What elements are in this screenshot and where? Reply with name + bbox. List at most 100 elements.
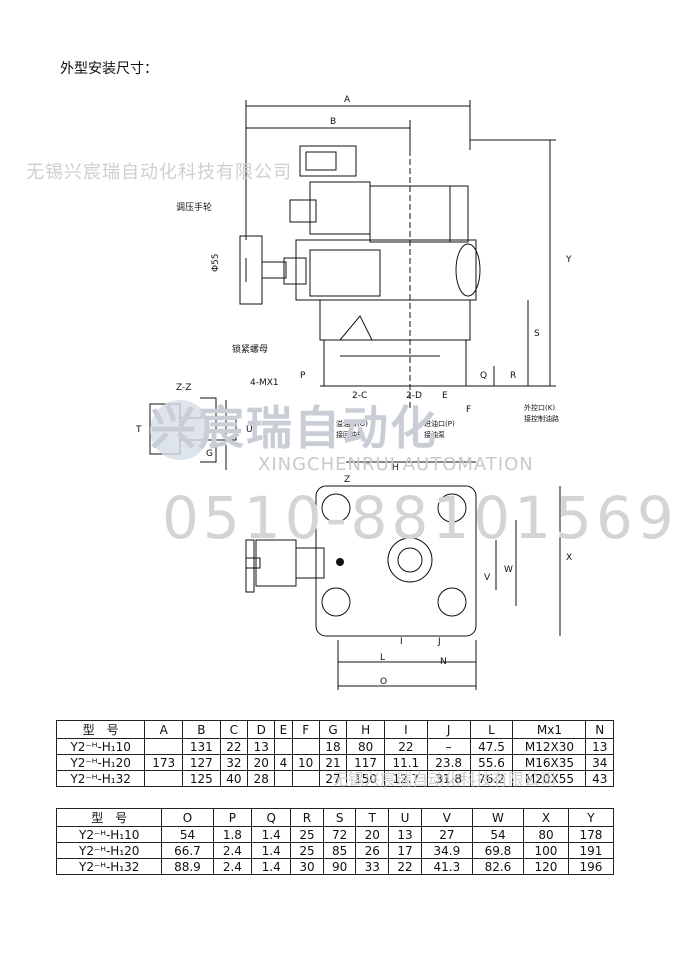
table-cell: 32 bbox=[219, 754, 249, 771]
table-cell: 85 bbox=[322, 842, 357, 859]
table-cell: 17 bbox=[388, 842, 422, 859]
table-header-row: 型 号 O P Q R S T U V W X Y bbox=[55, 808, 615, 827]
label-overflow-2: 接回油箱 bbox=[336, 430, 364, 439]
dim-label-S: S bbox=[534, 329, 540, 339]
table-cell: 54 bbox=[161, 826, 214, 843]
table-cell bbox=[144, 738, 184, 755]
page-heading: 外型安装尺寸： bbox=[60, 61, 158, 77]
table-cell: 13 bbox=[388, 826, 422, 843]
table-header: J bbox=[426, 720, 471, 739]
table-cell: 178 bbox=[567, 826, 615, 843]
table-row: Y2⁻ᴴ-H₁10 131 22 13 18 80 22 – 47.5 M12X… bbox=[55, 738, 614, 755]
table-cell: 127 bbox=[182, 754, 221, 771]
dim-label-2D: 2-D bbox=[406, 391, 422, 401]
watermark-brand: 兴宸瑞自动化 bbox=[150, 401, 438, 455]
table-cell: Y2⁻ᴴ-H₁32 bbox=[55, 858, 163, 875]
table-header: S bbox=[322, 808, 357, 827]
watermark-brand-en: XINGCHENRUI AUTOMATION bbox=[258, 454, 534, 475]
table-cell: 27 bbox=[318, 770, 348, 787]
watermark-table-overlay: 无锡兴宸瑞自动化科技有限公司 bbox=[332, 770, 557, 789]
table-header: C bbox=[219, 720, 249, 739]
table-cell: 28 bbox=[247, 770, 276, 787]
table-cell: Y2⁻ᴴ-H₁10 bbox=[55, 826, 163, 843]
table-cell: 41.3 bbox=[420, 858, 473, 875]
dim-label-U: U bbox=[246, 425, 253, 435]
label-ext-2: 接控制油路 bbox=[524, 414, 559, 423]
table-header-row: 型 号 A B C D E F G H I J L Mx1 N bbox=[55, 720, 614, 739]
dim-label-Y: Y bbox=[565, 255, 572, 265]
watermark-company: 无锡兴宸瑞自动化科技有限公司 bbox=[26, 162, 292, 183]
table-cell: 69.8 bbox=[471, 842, 525, 859]
dim-label-B: B bbox=[330, 117, 336, 127]
table-cell: 30 bbox=[290, 858, 324, 875]
table-header: F bbox=[291, 720, 320, 739]
table-cell: 2.4 bbox=[212, 842, 253, 859]
table-row: Y2⁻ᴴ-H₁32 125 40 28 27 150 12.7 31.8 76.… bbox=[55, 770, 614, 787]
table-cell: M20X55 bbox=[512, 770, 587, 787]
dim-label-V: V bbox=[484, 573, 491, 583]
dim-label-H: H bbox=[392, 463, 399, 473]
table-header: N bbox=[585, 720, 614, 739]
label-mx1: 4-MX1 bbox=[250, 378, 279, 388]
table-header: Mx1 bbox=[512, 720, 587, 739]
table-cell: 25 bbox=[290, 842, 324, 859]
dim-label-F: F bbox=[466, 405, 471, 415]
table-cell: 82.6 bbox=[471, 858, 525, 875]
table-cell: 2.4 bbox=[212, 858, 253, 875]
table-cell: 100 bbox=[523, 842, 569, 859]
dim-label-T: T bbox=[135, 425, 142, 435]
table-cell: 22 bbox=[388, 858, 422, 875]
table-header: G bbox=[318, 720, 348, 739]
dim-label-Q: Q bbox=[480, 371, 487, 381]
table-cell: 1.4 bbox=[251, 826, 292, 843]
table-row: Y2⁻ᴴ-H₁10 54 1.8 1.4 25 72 20 13 27 54 8… bbox=[55, 826, 615, 843]
table-cell: 1.8 bbox=[212, 826, 253, 843]
table-header: Y bbox=[567, 808, 615, 827]
dim-label-G: G bbox=[206, 449, 213, 459]
table-cell: 34.9 bbox=[420, 842, 473, 859]
table-cell: 191 bbox=[567, 842, 615, 859]
table-cell: Y2⁻ᴴ-H₁20 bbox=[55, 842, 163, 859]
table-header: L bbox=[469, 720, 514, 739]
table-header: U bbox=[388, 808, 422, 827]
table-cell: 34 bbox=[585, 754, 614, 771]
dim-label-dia55: Φ55 bbox=[211, 253, 221, 272]
table-header: B bbox=[182, 720, 221, 739]
table-cell: 40 bbox=[219, 770, 249, 787]
table-cell: 13 bbox=[247, 738, 276, 755]
table-row: Y2⁻ᴴ-H₁32 88.9 2.4 1.4 30 90 33 22 41.3 … bbox=[55, 858, 615, 875]
table-header: D bbox=[247, 720, 276, 739]
watermark-phone: 0510-88101569 bbox=[162, 484, 678, 552]
label-ext: 外控口(K) bbox=[524, 403, 555, 412]
table-cell: 20 bbox=[355, 826, 390, 843]
dim-label-X: X bbox=[566, 553, 572, 563]
table-cell: 54 bbox=[471, 826, 525, 843]
table-header: R bbox=[290, 808, 324, 827]
table-cell: 125 bbox=[182, 770, 221, 787]
dim-label-I: I bbox=[400, 637, 403, 647]
table-cell: Y2⁻ᴴ-H₁20 bbox=[55, 754, 146, 771]
watermark-logo-icon bbox=[150, 400, 210, 460]
table-cell: 21 bbox=[318, 754, 348, 771]
table-header: 型 号 bbox=[55, 720, 146, 739]
dim-label-E: E bbox=[442, 391, 448, 401]
table-header: P bbox=[212, 808, 253, 827]
label-locknut: 锁紧螺母 bbox=[232, 343, 268, 355]
table-cell: 13 bbox=[585, 738, 614, 755]
label-zz: Z-Z bbox=[176, 383, 191, 393]
table-cell: 22 bbox=[383, 738, 428, 755]
dim-label-2C: 2-C bbox=[352, 391, 367, 401]
table-header: Q bbox=[251, 808, 292, 827]
table-cell bbox=[144, 770, 184, 787]
dim-label-L: L bbox=[380, 653, 385, 663]
table-cell: M16X35 bbox=[512, 754, 587, 771]
label-handwheel: 调压手轮 bbox=[176, 201, 212, 213]
table-header: W bbox=[471, 808, 525, 827]
table-cell: 22 bbox=[219, 738, 249, 755]
table-cell: 150 bbox=[346, 770, 385, 787]
table-cell bbox=[291, 738, 320, 755]
table-cell: 43 bbox=[585, 770, 614, 787]
table-cell: Y2⁻ᴴ-H₁32 bbox=[55, 770, 146, 787]
table-cell bbox=[274, 770, 293, 787]
table-header: I bbox=[383, 720, 428, 739]
